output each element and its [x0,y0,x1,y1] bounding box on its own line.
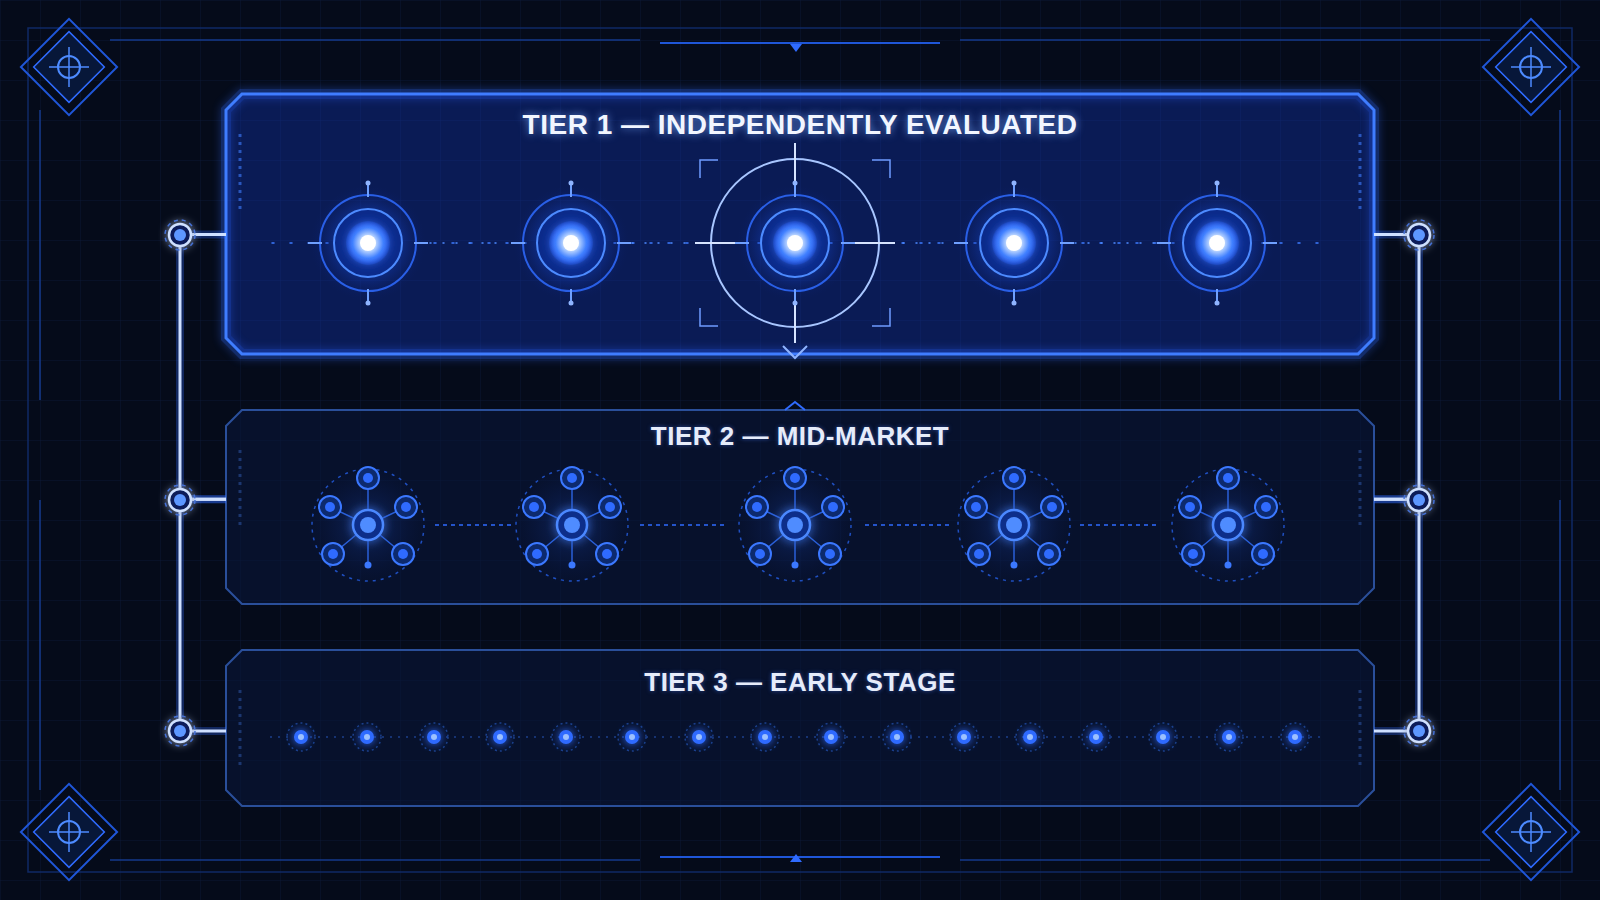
rail-joint [1404,220,1434,250]
rail-connector [180,499,226,731]
dot-icon [1082,723,1110,751]
band-tick [240,450,1360,530]
dot-icon [1149,723,1177,751]
dot-icon [486,723,514,751]
dot-icon [420,723,448,751]
rail-joint [165,716,195,746]
dot-icon [1281,723,1309,751]
band-border [226,650,1374,806]
chevron [785,402,805,410]
frame-marker [790,44,802,52]
target-icon [308,181,428,306]
tier-title: TIER 2 — MID-MARKET [226,421,1374,452]
rail-connector [180,234,226,499]
band-border [226,410,1374,604]
tier-band: TIER 2 — MID-MARKET [226,410,1374,604]
rail-joint [165,220,195,250]
rail-glow [180,234,226,499]
focus-target [695,143,895,343]
corner-diamond [1483,19,1579,115]
tier-band: TIER 1 — INDEPENDENTLY EVALUATED [226,94,1374,354]
band-tick [240,134,1360,214]
band-glow [226,94,1374,354]
cluster-icon [1168,465,1288,585]
cluster-icon [512,465,632,585]
tier-title: TIER 1 — INDEPENDENTLY EVALUATED [226,109,1374,141]
rail-glow [1374,234,1419,499]
frame-marker [790,854,802,862]
target-icon [1157,181,1277,306]
corner-diamond [1483,784,1579,880]
frame-line [660,42,940,44]
band-tick [240,690,1360,770]
rail-connector [1374,499,1419,731]
target-icon [954,181,1074,306]
rail-connector [1374,234,1419,499]
target-icon [511,181,631,306]
tier3-chain [270,736,1325,738]
tier-band: TIER 3 — EARLY STAGE [226,650,1374,806]
rail-glow [180,499,226,731]
rail-joint [165,485,195,515]
frame-line [660,856,940,858]
dot-icon [685,723,713,751]
frame-line [40,40,1560,860]
dot-icon [950,723,978,751]
rail-joint [1404,485,1434,515]
dot-icon [353,723,381,751]
frame [28,28,1572,872]
corner-diamond [21,784,117,880]
dot-icon [552,723,580,751]
rail-glow [1374,499,1419,731]
connector-layer [180,234,1419,731]
dot-icon [883,723,911,751]
dot-icon [618,723,646,751]
cluster-icon [735,465,855,585]
tier2-chain [435,524,1160,526]
dot-icon [1016,723,1044,751]
cluster-icon [954,465,1074,585]
corner-diamond [21,19,117,115]
chevron [783,346,807,358]
band-border [226,94,1374,354]
dot-icon [751,723,779,751]
dot-icon [287,723,315,751]
dot-icon [1215,723,1243,751]
dot-icon [817,723,845,751]
tier-title: TIER 3 — EARLY STAGE [226,667,1374,698]
target-icon [735,181,855,306]
rail-joint [1404,716,1434,746]
cluster-icon [308,465,428,585]
tier1-chain [272,243,1322,244]
